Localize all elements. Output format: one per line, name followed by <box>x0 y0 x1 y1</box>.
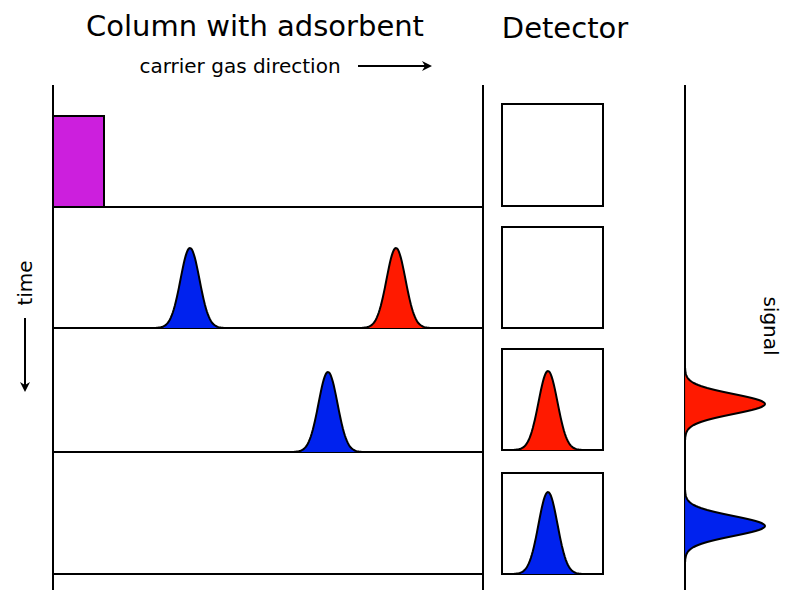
sample-plug <box>53 116 104 207</box>
detector-box <box>502 104 603 206</box>
peak <box>510 492 586 574</box>
direction-label: carrier gas direction <box>139 56 340 76</box>
peak <box>685 368 765 440</box>
column-edge <box>482 85 484 590</box>
detector-box <box>502 227 603 328</box>
peak <box>685 490 765 562</box>
direction-arrow <box>358 65 430 67</box>
detector-heading: Detector <box>502 14 628 43</box>
detector-box <box>502 349 603 450</box>
detector-box <box>502 473 603 574</box>
column-baseline <box>53 573 483 575</box>
peak <box>263 372 393 452</box>
peak <box>331 248 461 328</box>
peak <box>510 371 586 450</box>
time-label: time <box>15 260 35 305</box>
signal-label: signal <box>761 296 781 355</box>
time-arrow <box>24 318 26 390</box>
peak <box>125 248 255 328</box>
column-heading: Column with adsorbent <box>86 12 424 41</box>
column-baseline <box>53 206 483 208</box>
